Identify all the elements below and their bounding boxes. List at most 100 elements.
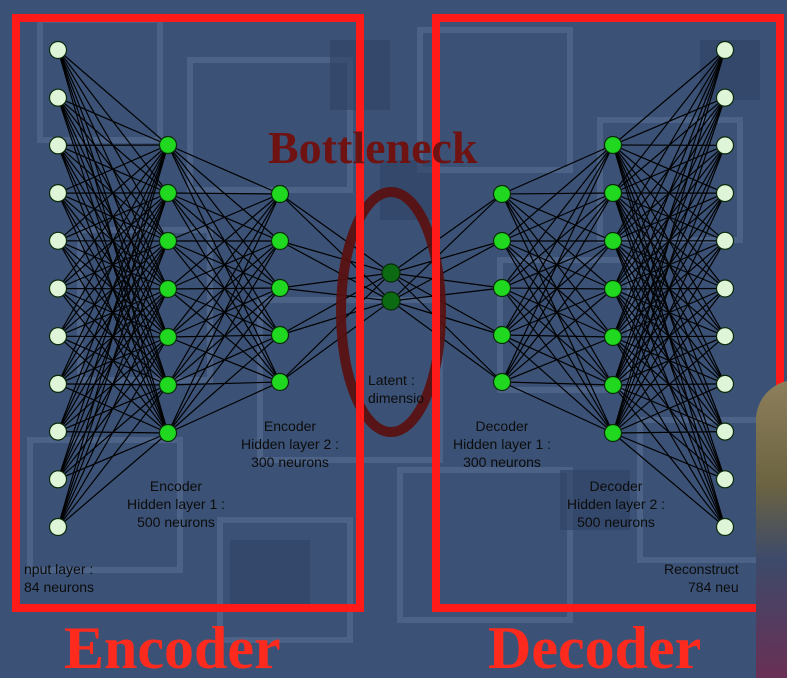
connection-line xyxy=(57,144,169,337)
encoder-frame xyxy=(12,14,364,612)
connection-line xyxy=(612,432,726,480)
input-layer-label-line1: nput layer : xyxy=(24,561,94,577)
connection-line xyxy=(612,49,726,338)
connection-line xyxy=(57,384,169,528)
encoder-hidden2-label-line1: Encoder xyxy=(263,418,317,434)
enc-h1-neuron xyxy=(158,135,178,155)
connection-line xyxy=(167,193,281,434)
input-layer-label: nput layer : 84 neurons xyxy=(24,560,94,596)
connection-line xyxy=(57,144,169,194)
connection-line xyxy=(57,432,169,528)
output-neuron xyxy=(715,422,735,441)
enc-h2-neuron xyxy=(270,325,290,345)
connection-line xyxy=(612,49,726,434)
encoder-hidden1-label-line3: 500 neurons xyxy=(137,514,215,530)
connection-line xyxy=(279,272,392,289)
connection-line xyxy=(501,288,614,383)
dec-h2-neuron xyxy=(603,135,623,155)
output-neuron xyxy=(715,279,735,298)
input-layer-label-line2: 84 neurons xyxy=(24,579,95,595)
decoder-hidden1-label-line3: 300 neurons xyxy=(463,454,541,470)
connection-line xyxy=(279,272,392,336)
input-neuron xyxy=(48,136,68,155)
dec-h1-neuron xyxy=(492,184,512,204)
connection-line xyxy=(57,144,169,480)
connection-line xyxy=(279,193,392,274)
connection-line xyxy=(612,145,726,434)
connection-line xyxy=(167,193,281,242)
connection-line xyxy=(167,193,281,338)
dec-h1-neuron xyxy=(492,278,512,298)
connection-line xyxy=(612,383,726,434)
connection-line xyxy=(167,334,281,434)
connection-line xyxy=(612,288,726,434)
output-neuron xyxy=(715,374,735,393)
encoder-hidden2-label: Encoder Hidden layer 2 : 300 neurons xyxy=(220,417,360,471)
input-neuron xyxy=(48,40,68,60)
connection-line xyxy=(612,49,726,242)
enc-h1-neuron xyxy=(158,327,178,347)
connection-line xyxy=(501,336,614,383)
connection-line xyxy=(57,336,169,528)
input-neuron xyxy=(48,184,68,203)
output-layer-label-line1: Reconstruct xyxy=(664,561,739,577)
enc-h2-neuron xyxy=(270,231,290,251)
decoder-title: Decoder xyxy=(488,615,702,678)
input-neuron xyxy=(48,88,68,107)
input-neuron xyxy=(48,517,68,537)
connection-line xyxy=(612,49,726,194)
connection-line xyxy=(390,287,503,302)
encoder-hidden2-label-line2: Hidden layer 2 : xyxy=(240,436,340,452)
input-neuron xyxy=(48,327,68,346)
neuron-nodes xyxy=(48,40,735,537)
encoder-title: Encoder xyxy=(64,615,281,678)
enc-h2-neuron xyxy=(270,372,290,392)
output-neuron xyxy=(715,40,735,60)
decoder-hidden2-label-line2: Hidden layer 2 : xyxy=(566,496,666,512)
latent-neuron xyxy=(381,291,401,311)
connection-line xyxy=(57,144,169,432)
input-neuron xyxy=(48,279,68,298)
connection-line xyxy=(57,144,169,242)
latent-neuron xyxy=(381,263,401,283)
output-layer-label: Reconstruct 784 neu xyxy=(664,560,754,596)
encoder-hidden1-label-line1: Encoder xyxy=(149,478,203,494)
connection-line xyxy=(612,49,726,146)
connection-line xyxy=(612,432,726,528)
output-neuron xyxy=(715,88,735,107)
connection-line xyxy=(390,193,503,302)
decoder-hidden1-label-line1: Decoder xyxy=(475,418,529,434)
decoder-hidden2-label-line1: Decoder xyxy=(589,478,643,494)
output-neuron xyxy=(715,136,735,155)
latent-label-line2: dimensio xyxy=(368,390,425,406)
connection-line xyxy=(57,144,169,385)
connection-line xyxy=(501,192,614,383)
connection-line xyxy=(390,193,503,274)
connection-lines xyxy=(57,49,726,528)
connection-line xyxy=(390,240,503,302)
connection-line xyxy=(501,144,614,383)
output-neuron xyxy=(715,184,735,203)
connection-line xyxy=(501,144,614,195)
connection-line xyxy=(501,144,614,289)
decoder-hidden1-label-line2: Hidden layer 1 : xyxy=(452,436,552,452)
decoder-hidden2-label: Decoder Hidden layer 2 : 500 neurons xyxy=(546,477,686,531)
enc-h1-neuron xyxy=(158,231,178,251)
enc-h1-neuron xyxy=(158,423,178,443)
dec-h2-neuron xyxy=(603,279,623,299)
decoder-hidden2-label-line3: 500 neurons xyxy=(577,514,655,530)
latent-label-line1: Latent : xyxy=(368,372,415,388)
connection-line xyxy=(57,144,169,289)
dec-h1-neuron xyxy=(492,231,512,251)
encoder-hidden1-label: Encoder Hidden layer 1 : 500 neurons xyxy=(106,477,246,531)
connection-line xyxy=(279,300,392,336)
encoder-hidden2-label-line3: 300 neurons xyxy=(251,454,329,470)
decoder-hidden1-label: Decoder Hidden layer 1 : 300 neurons xyxy=(432,417,572,471)
dec-h2-neuron xyxy=(603,375,623,395)
connection-line xyxy=(167,287,281,434)
connection-line xyxy=(501,144,614,336)
bottleneck-title: Bottleneck xyxy=(268,122,478,173)
output-neuron xyxy=(715,231,735,250)
connection-line xyxy=(279,272,392,383)
enc-h2-neuron xyxy=(270,184,290,204)
